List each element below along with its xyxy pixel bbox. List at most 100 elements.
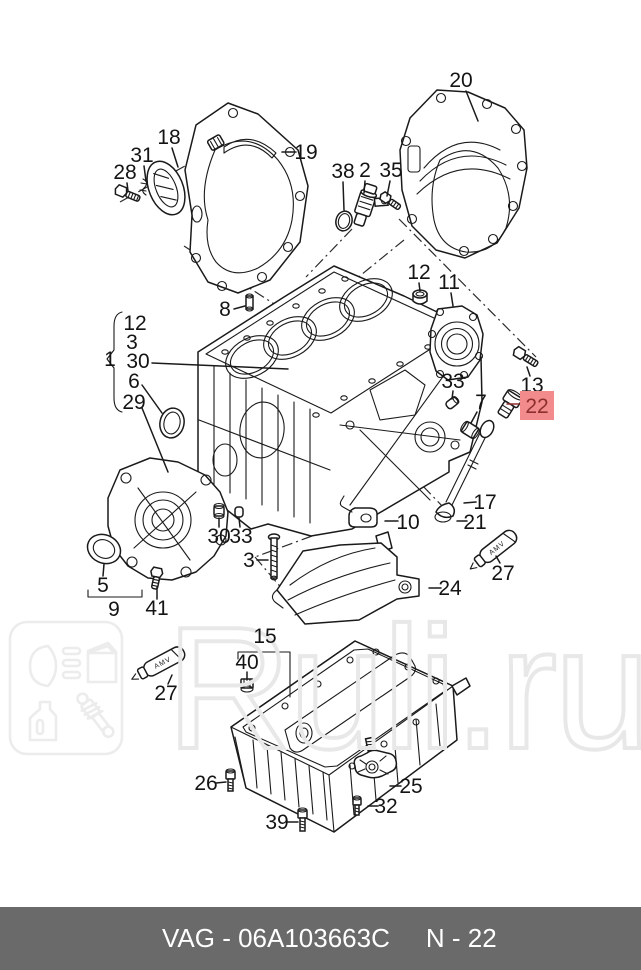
part-17-dipstick-tube (445, 419, 495, 506)
callout-leader-28 (126, 182, 129, 192)
callout-22[interactable]: 22 (525, 395, 548, 418)
callout-leader-30 (151, 362, 289, 370)
callout-12[interactable]: 12 (407, 261, 430, 284)
headlight-icon (28, 644, 82, 688)
callout-26[interactable]: 26 (194, 772, 217, 795)
callout-40[interactable]: 40 (235, 651, 258, 674)
part-33-pin-right (445, 395, 460, 410)
part-5-seal (86, 533, 122, 565)
callout-leader-17 (463, 501, 477, 504)
callout-30[interactable]: 30 (207, 525, 230, 548)
callout-27[interactable]: 27 (154, 682, 177, 705)
part-28-screw (114, 183, 141, 202)
part-6-seal (159, 407, 185, 439)
part-33-pin-bottom (234, 506, 244, 518)
part-13-screw (512, 345, 539, 368)
callout-leader-29 (141, 407, 169, 473)
car-door-icon (86, 641, 118, 684)
part-35-screw (379, 190, 402, 211)
callout-32[interactable]: 32 (374, 795, 397, 818)
part-11-flange (427, 305, 484, 381)
page-ref: N - 22 (425, 923, 497, 953)
callout-leader-8 (233, 305, 246, 310)
part-7-bushing (460, 420, 480, 440)
part-3-bolt (267, 533, 281, 581)
callout-24[interactable]: 24 (438, 577, 462, 600)
callout-leader-2 (363, 180, 366, 194)
callout-leader-38 (342, 181, 345, 211)
callout-8[interactable]: 8 (219, 298, 231, 321)
part-10-bracket (339, 495, 378, 528)
part-41-screw (150, 566, 164, 590)
part-24-baffle (271, 531, 420, 625)
part-30-plug-bottom (213, 502, 225, 520)
callout-leader-6 (141, 384, 163, 414)
callout-11[interactable]: 11 (438, 271, 460, 294)
callout-17[interactable]: 17 (473, 491, 496, 514)
callout-39[interactable]: 39 (265, 811, 288, 834)
callout-12[interactable]: 12 (123, 312, 146, 335)
callout-leader-18 (171, 147, 179, 168)
callout-31[interactable]: 31 (130, 144, 153, 167)
watermark-logo (8, 620, 124, 756)
callout-leader-33 (238, 517, 241, 528)
callout-2[interactable]: 2 (359, 159, 371, 182)
callout-9[interactable]: 9 (108, 598, 120, 621)
callout-7[interactable]: 7 (475, 391, 487, 414)
callout-6[interactable]: 6 (128, 370, 140, 393)
callout-15[interactable]: 15 (253, 625, 276, 648)
callout-5[interactable]: 5 (97, 574, 109, 597)
watermark-layer: Ruli.ru (8, 588, 641, 787)
part-26-screw (225, 768, 236, 792)
watermark-brand-text: Ruli.ru (166, 590, 641, 785)
shock-absorber-icon (76, 692, 115, 739)
callout-leader-12 (418, 282, 421, 292)
callout-leader-20 (465, 90, 479, 122)
part-2-sensor (353, 182, 389, 227)
callout-19[interactable]: 19 (294, 141, 317, 164)
callout-leader-13 (526, 366, 531, 377)
diagram-artwork: AMV (86, 89, 539, 833)
callout-leader-33 (451, 390, 454, 400)
callout-3[interactable]: 3 (126, 331, 138, 354)
callout-leader-5 (102, 563, 105, 577)
callout-33[interactable]: 33 (441, 370, 464, 393)
footer-bar: VAG - 06A103663C N - 22 (0, 907, 641, 970)
callout-1[interactable]: 1 (104, 348, 116, 371)
part-9-oil-pump (107, 457, 229, 581)
part-38-o-ring (335, 210, 353, 232)
oil-canister-icon (28, 700, 58, 742)
callout-33[interactable]: 33 (229, 525, 252, 548)
catalog-code: VAG - 06A103663C (162, 923, 390, 953)
callout-25[interactable]: 25 (399, 775, 422, 798)
callout-29[interactable]: 29 (122, 391, 145, 414)
callout-leader-7 (470, 411, 478, 424)
callout-38[interactable]: 38 (331, 160, 354, 183)
part-39-screw (297, 807, 308, 832)
callout-21[interactable]: 21 (463, 511, 486, 534)
callout-3[interactable]: 3 (243, 549, 255, 572)
callout-leader-35 (386, 180, 391, 197)
callout-30[interactable]: 30 (126, 350, 149, 373)
callout-41[interactable]: 41 (145, 597, 168, 620)
callout-leader-26 (215, 781, 227, 784)
part-32-screw (352, 795, 362, 816)
callout-28[interactable]: 28 (113, 161, 136, 184)
callout-27[interactable]: 27 (491, 562, 514, 585)
part-12-grommet (412, 289, 428, 305)
part-20-sealing-flange (399, 89, 528, 259)
callout-35[interactable]: 35 (379, 159, 402, 182)
callout-leader-27 (167, 674, 173, 685)
callout-20[interactable]: 20 (449, 69, 472, 92)
highlight-box-22 (520, 391, 554, 420)
part-27-sealant-tube-left: AMV (131, 646, 186, 680)
callout-leader-31 (143, 165, 147, 182)
callout-18[interactable]: 18 (157, 126, 180, 149)
callout-leader-11 (450, 292, 454, 307)
part-25-flange (353, 736, 398, 779)
callout-10[interactable]: 10 (396, 511, 419, 534)
part-27-sealant-tube-right: AMV (469, 529, 518, 570)
